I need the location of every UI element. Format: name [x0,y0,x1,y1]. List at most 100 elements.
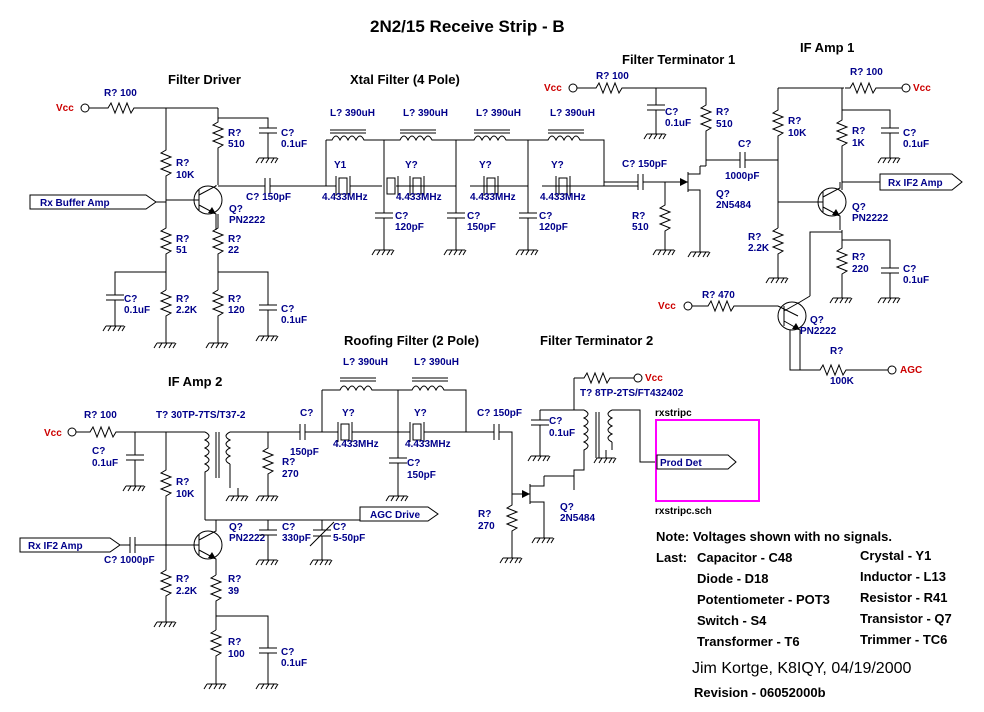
if2-c-330-value: 330pF [282,533,311,544]
if2-c-1000-label: C? 1000pF [104,555,155,566]
note-last-right-2: Resistor - R41 [860,590,947,605]
rx-if2-amp-out-label: Rx IF2 Amp [888,178,943,189]
fd-r-120-label: R? [228,294,241,305]
note-last-right-1: Inductor - L13 [860,569,946,584]
xf-c1-label: C? [395,211,408,222]
xf-crystals [335,176,578,196]
rx-buffer-amp-port [29,194,157,210]
if1-r-100-label: R? 100 [850,67,883,78]
xf-y2-value: 4.433MHz [396,192,442,203]
ft1-c-1000-label: C? [738,139,751,150]
xf-c1-value: 120pF [395,222,424,233]
ft2-t-label: T? 8TP-2TS/FT432402 [580,388,684,399]
fd-r-120-value: 120 [228,305,245,316]
rf-y1-value: 4.433MHz [333,439,379,450]
if2-r-10k-label: R? [176,477,189,488]
note-last-right-3: Transistor - Q7 [860,611,952,626]
vcc-label-ft2: Vcc [645,373,663,384]
xf-y1-value: 4.433MHz [322,192,368,203]
fd-q-value: PN2222 [229,215,266,226]
rf-y1-label: Y? [342,408,355,419]
if1-q2-value: PN2222 [800,326,837,337]
xf-y4-label: Y? [551,160,564,171]
vcc-label-if1: Vcc [913,83,931,94]
agc-drive-port [330,506,439,522]
if2-r-100-label: R? 100 [84,410,117,421]
if2-c-top-label: C? [300,408,313,419]
xf-l4-label: L? 390uH [550,108,595,119]
if2-r-270-value: 270 [282,469,299,480]
xf-c3-value: 120pF [539,222,568,233]
note-last-left-2: Potentiometer - POT3 [697,592,830,607]
note-last-right-0: Crystal - Y1 [860,548,931,563]
note-last-left-4: Transformer - T6 [697,634,800,649]
fd-r-22k-value: 2.2K [176,305,198,316]
ft1-r-510a-value: 510 [716,119,733,130]
rf-y2-label: Y? [414,408,427,419]
if2-c-330-label: C? [282,522,295,533]
if1-r-220-value: 220 [852,264,869,275]
if2-r-22k-value: 2.2K [176,586,198,597]
section-roofing-filter: Roofing Filter (2 Pole) [344,333,479,348]
if1-q-value: PN2222 [852,213,889,224]
ft1-c-01-label: C? [665,107,678,118]
note-last-right-4: Trimmer - TC6 [860,632,947,647]
vcc-label-agc: Vcc [658,301,676,312]
if2-q-value: PN2222 [229,533,266,544]
if-amp-1-circuit: R? 100 Vcc R? 10K R? 1K C? 0.1uF Q? PN22… [658,67,963,387]
xf-y1-label: Y1 [334,160,347,171]
agc-label: AGC [900,365,922,376]
revision-line: Revision - 06052000b [694,685,826,700]
if2-r-39-label: R? [228,574,241,585]
prod-det-label: Prod Det [660,458,702,469]
note-voltages: Note: Voltages shown with no signals. [656,529,892,544]
vcc-label: Vcc [56,103,74,114]
if1-r-22k-value: 2.2K [748,243,770,254]
if2-c-01b-label: C? [281,647,294,658]
if2-c-01b-value: 0.1uF [281,658,307,669]
section-filter-terminator-1: Filter Terminator 1 [622,52,735,67]
fd-r-22k-label: R? [176,294,189,305]
rx-if2-amp-in-label: Rx IF2 Amp [28,541,83,552]
agc-drive-label: AGC Drive [370,510,420,521]
rf-c-value: 150pF [407,470,436,481]
ft2-r-270-value: 270 [478,521,495,532]
xf-c2-label: C? [467,211,480,222]
ft1-r-510a-label: R? [716,107,729,118]
ft2-r-270-label: R? [478,509,491,520]
hierarchical-block-rxstripc[interactable]: rxstripc Prod Det rxstripc.sch [655,408,760,517]
xf-c3-label: C? [539,211,552,222]
fd-r-51-value: 51 [176,245,188,256]
fd-r-510-label: R? [228,128,241,139]
note-last-label: Last: [656,550,687,565]
if2-tc-label: C? [333,522,346,533]
if1-q2-label: Q? [810,315,824,326]
if2-t-label: T? 30TP-7TS/T37-2 [156,410,246,421]
vcc-label-if2: Vcc [44,428,62,439]
ft1-q-value: 2N5484 [716,200,751,211]
author-line: Jim Kortge, K8IQY, 04/19/2000 [692,660,912,677]
if2-q-label: Q? [229,522,243,533]
xf-y3-value: 4.433MHz [470,192,516,203]
hier-block-outline[interactable] [655,419,760,502]
note-last-left-3: Switch - S4 [697,613,767,628]
if2-r-100b-label: R? [228,637,241,648]
if1-q-label: Q? [852,202,866,213]
ft1-r-510b-label: R? [632,211,645,222]
xf-y4-value: 4.433MHz [540,192,586,203]
filter-terminator-2-circuit: C? 150pF Vcc T? 8TP-2TS/FT432402 C? 0.1u… [477,371,684,564]
rf-y2-value: 4.433MHz [405,439,451,450]
xf-l3-label: L? 390uH [476,108,521,119]
fd-c-01c-value: 0.1uF [281,315,307,326]
if2-c-01-label: C? [92,446,105,457]
section-filter-driver: Filter Driver [168,72,241,87]
schematic-title: 2N2/15 Receive Strip - B [370,17,565,36]
filter-terminator-1-circuit: Vcc R? 100 C? 0.1uF R? 510 C? 150pF Q? 2… [544,71,778,258]
rf-c-label: C? [407,458,420,469]
prod-det-port [656,454,737,470]
if-amp-2-circuit: Vcc R? 100 T? 30TP-7TS/T37-2 C? 0.1uF C?… [19,408,439,690]
xf-c2-value: 150pF [467,222,496,233]
if1-r-10k-value: 10K [788,128,807,139]
if1-r-10k-label: R? [788,116,801,127]
